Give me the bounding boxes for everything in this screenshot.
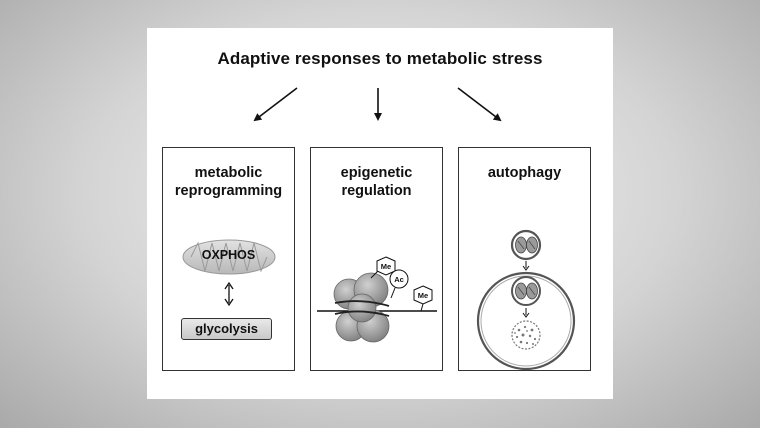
me-label-2: Me [418,291,428,300]
ac-mark [389,269,409,289]
me-mark-1 [376,256,396,276]
glycolysis-box: glycolysis [181,318,272,340]
figure-title: Adaptive responses to metabolic stress [217,49,543,68]
arrows [253,87,502,122]
arrow-right [457,87,502,122]
panel-title-metabolic: metabolic reprogramming [174,165,283,199]
panel-title-epigenetic: epigenetic regulation [340,165,413,199]
mitochondrion-icon [182,239,276,307]
me-label-1: Me [381,262,391,271]
panel-epigenetic-regulation: epigenetic regulation Me Ac [310,147,443,371]
panel-autophagy: autophagy [458,147,591,371]
figure-card: Adaptive responses to metabolic stress m… [147,28,613,399]
oxphos-label: OXPHOS [201,248,256,262]
autophagosome-icon [476,229,576,371]
nucleosome-icon: Me Ac Me [317,256,437,343]
panel-title-autophagy: autophagy [487,165,562,181]
arrow-left [253,87,298,122]
panel-metabolic-reprogramming: metabolic reprogramming OXPHOS glycolysi… [162,147,295,371]
me-mark-2 [413,285,433,305]
ac-label: Ac [394,275,404,284]
